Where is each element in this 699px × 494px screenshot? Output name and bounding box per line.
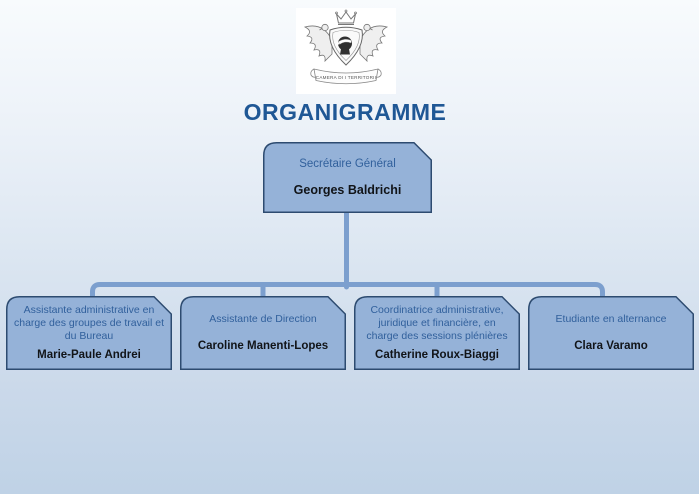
person-name: Catherine Roux-Biaggi [375,349,499,361]
org-node-secretaire-general: Secrétaire Général Georges Baldrichi [263,142,432,213]
node-shape [180,296,346,370]
role-label: Etudiante en alternance [555,312,667,325]
role-label: Coordinatrice administrative, juridique … [366,304,508,342]
crest-logo: CAMERA DI I TERRITORII [296,8,396,94]
role-label: Assistante de Direction [209,312,317,325]
node-shape [263,142,432,213]
person-name: Marie-Paule Andrei [37,349,141,361]
org-node-assistante-direction: Assistante de Direction Caroline Manenti… [180,296,346,370]
person-name: Clara Varamo [574,340,648,353]
org-node-etudiante-alternance: Etudiante en alternance Clara Varamo [528,296,694,370]
node-shape [354,296,520,370]
person-name: Georges Baldrichi [293,183,402,198]
node-shape [6,296,172,370]
page-title: ORGANIGRAMME [243,99,447,125]
crest-banner-text: CAMERA DI I TERRITORII [316,75,376,80]
person-name: Caroline Manenti-Lopes [197,340,329,353]
org-node-coordinatrice: Coordinatrice administrative, juridique … [354,296,520,370]
role-label: Secrétaire Général [299,157,396,170]
corsican-crest-icon: CAMERA DI I TERRITORII [303,9,389,85]
role-label: Assistante administrative en charge des … [14,304,165,342]
org-node-assistante-administrative: Assistante administrative en charge des … [6,296,172,370]
node-shape [528,296,694,370]
